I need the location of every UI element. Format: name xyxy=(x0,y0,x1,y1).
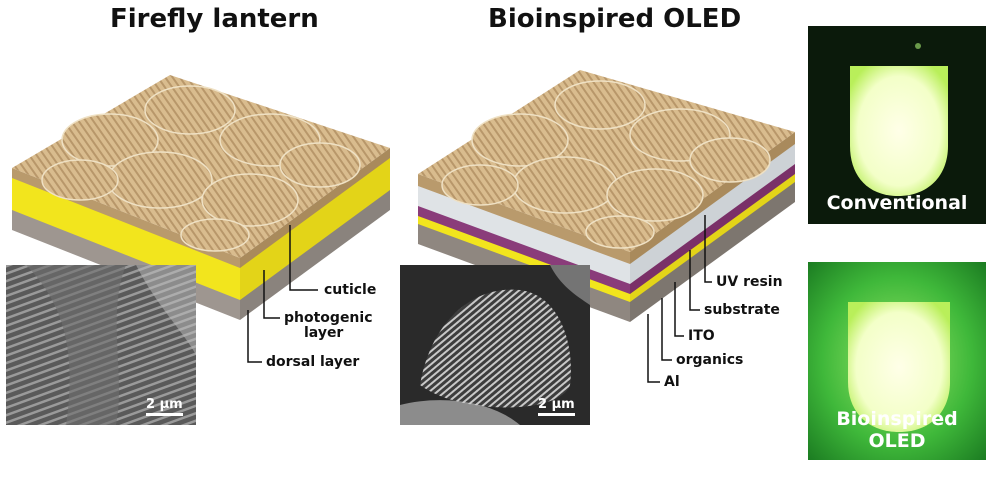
label-organics: organics xyxy=(676,352,744,368)
label-dorsal-layer: dorsal layer xyxy=(266,354,360,370)
oled-scale-line xyxy=(538,413,575,416)
bioinspired-photo: Bioinspired OLED xyxy=(808,262,986,460)
oled-scale-bar: 2 μm xyxy=(538,397,575,416)
oled-sem-image: 2 μm xyxy=(400,265,590,425)
oled-al-right xyxy=(630,180,795,322)
firefly-title: Firefly lantern xyxy=(110,4,319,34)
oled-scales xyxy=(441,80,771,249)
label-photogenic-line1: photogenic xyxy=(284,310,373,326)
conventional-glow xyxy=(808,26,986,224)
bioinspired-caption: Bioinspired OLED xyxy=(836,408,958,452)
conventional-caption: Conventional xyxy=(826,192,968,214)
label-substrate: substrate xyxy=(704,302,780,318)
firefly-scale-label: 2 μm xyxy=(146,397,183,412)
firefly-photogenic-right xyxy=(240,156,390,300)
oled-scale-label: 2 μm xyxy=(538,397,575,412)
label-ito: ITO xyxy=(688,328,715,344)
conventional-photo: Conventional xyxy=(808,26,986,224)
firefly-dorsal-layer-right xyxy=(240,185,390,320)
oled-sem-texture xyxy=(400,265,590,425)
bioinspired-glow xyxy=(808,262,986,460)
label-uv-resin: UV resin xyxy=(716,274,783,290)
label-al: Al xyxy=(664,374,680,390)
firefly-scale-line xyxy=(146,413,183,416)
oled-organics-right xyxy=(630,172,795,302)
label-cuticle: cuticle xyxy=(324,282,377,298)
firefly-scale-bar: 2 μm xyxy=(146,397,183,416)
oled-substrate-front xyxy=(418,184,630,284)
oled-title: Bioinspired OLED xyxy=(488,4,742,34)
label-photogenic: photogenic layer xyxy=(284,311,373,341)
firefly-scales xyxy=(41,85,361,252)
firefly-block xyxy=(12,75,390,363)
oled-ito-right xyxy=(630,162,795,294)
label-photogenic-line2: layer xyxy=(304,325,344,341)
firefly-sem-texture xyxy=(6,265,196,425)
firefly-leader-lines xyxy=(247,225,318,363)
firefly-sem-image: 2 μm xyxy=(6,265,196,425)
oled-leader-lines xyxy=(647,215,712,383)
